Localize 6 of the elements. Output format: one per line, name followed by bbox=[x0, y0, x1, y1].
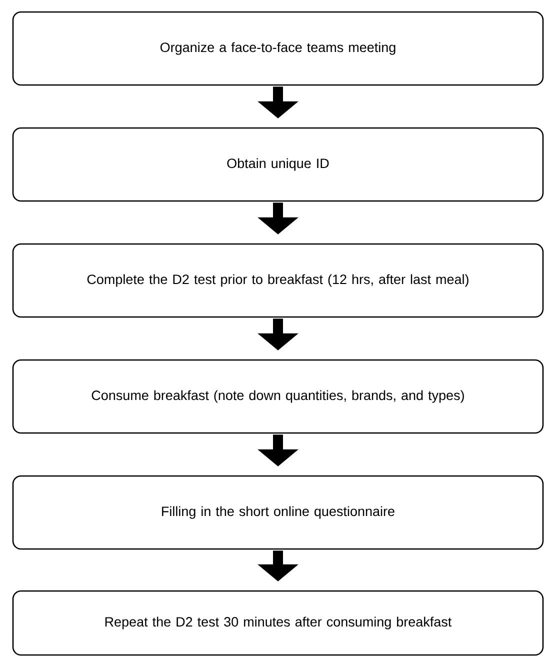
process-box: Consume breakfast (note down quantities, brands, and types) bbox=[12, 359, 544, 434]
process-box: Complete the D2 test prior to breakfast (12 hrs, after last meal) bbox=[12, 243, 544, 318]
process-box: Organize a face-to-face teams meeting bbox=[12, 11, 544, 86]
process-box: Filling in the short online questionnaire bbox=[12, 475, 544, 550]
process-box: Obtain unique ID bbox=[12, 127, 544, 202]
process-box: Repeat the D2 test 30 minutes after consuming breakfast bbox=[12, 590, 544, 656]
